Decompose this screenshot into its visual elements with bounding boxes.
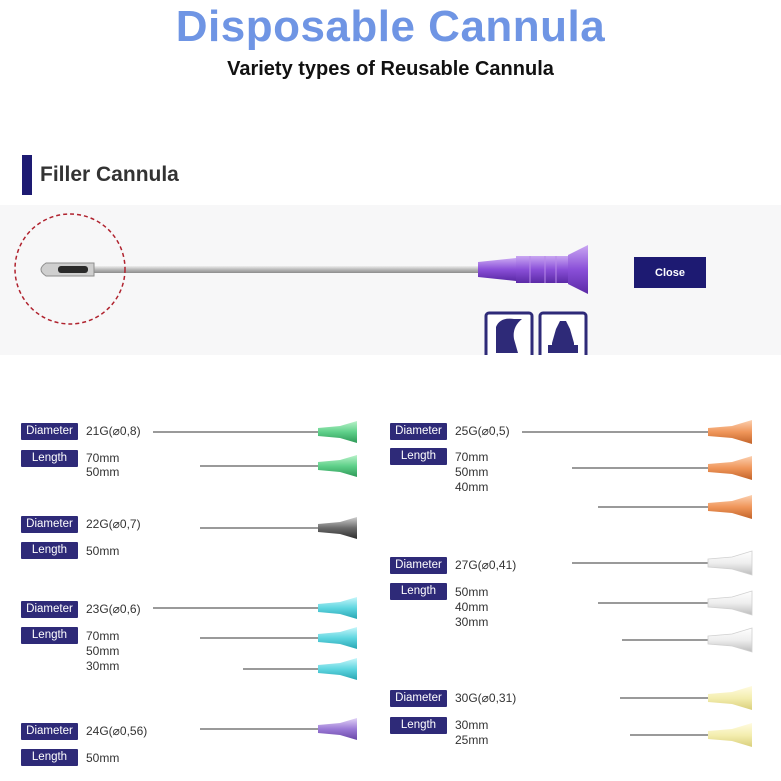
gauge-value: 27G(⌀0,41) (455, 558, 517, 572)
luer-slip-icon (484, 311, 534, 355)
needle-30g-25mm (630, 723, 752, 747)
needle-27g-30mm (622, 627, 753, 653)
length-badge: Length (390, 448, 447, 465)
length-value: 50mm (455, 585, 489, 599)
needle-23g-30mm (243, 658, 357, 680)
length-value: 70mm (86, 629, 120, 643)
cannula-tip-port (58, 266, 88, 273)
length-value: 25mm (455, 733, 489, 747)
length-value: 50mm (86, 544, 120, 558)
needle-30g-30mm (620, 686, 752, 710)
length-value: 50mm (455, 465, 489, 479)
length-value: 30mm (86, 659, 120, 673)
needle-27g-40mm (598, 590, 753, 616)
luer-lock-icon (538, 311, 588, 355)
needle-23g-50mm (200, 627, 357, 649)
gauge-value: 30G(⌀0,31) (455, 691, 517, 705)
section-marker (22, 155, 32, 195)
diameter-badge: Diameter (21, 723, 78, 740)
diameter-badge: Diameter (390, 557, 447, 574)
diameter-badge: Diameter (21, 601, 78, 618)
length-value: 50mm (86, 751, 120, 765)
needle-21g-50mm (200, 455, 357, 477)
length-value: 30mm (455, 718, 489, 732)
diameter-badge: Diameter (21, 516, 78, 533)
length-badge: Length (390, 717, 447, 734)
gauge-value: 23G(⌀0,6) (86, 602, 141, 616)
length-value: 70mm (455, 450, 489, 464)
length-badge: Length (21, 627, 78, 644)
length-badge: Length (390, 583, 447, 600)
diameter-badge: Diameter (21, 423, 78, 440)
page-subtitle: Variety types of Reusable Cannula (227, 58, 554, 80)
needle-21g-70mm (153, 421, 357, 443)
needle-22g-50mm (200, 517, 357, 539)
length-badge: Length (21, 542, 78, 559)
length-value: 50mm (86, 465, 120, 479)
length-value: 40mm (455, 600, 489, 614)
gauge-value: 21G(⌀0,8) (86, 424, 141, 438)
needle-24g-50mm (200, 718, 357, 740)
length-value: 50mm (86, 644, 120, 658)
needle-23g-70mm (153, 597, 357, 619)
cannula-hub (478, 258, 516, 281)
tip-highlight-circle (14, 213, 126, 325)
gauge-value: 24G(⌀0,56) (86, 724, 148, 738)
diameter-badge: Diameter (390, 423, 447, 440)
cannula-shaft (46, 266, 480, 273)
close-button[interactable]: Close (634, 257, 706, 288)
section-title: Filler Cannula (40, 163, 179, 186)
length-value: 70mm (86, 451, 120, 465)
length-value: 40mm (455, 480, 489, 494)
needle-25g-70mm (522, 420, 752, 444)
needle-25g-40mm (598, 495, 752, 519)
length-value: 30mm (455, 615, 489, 629)
gauge-value: 22G(⌀0,7) (86, 517, 141, 531)
needle-25g-50mm (572, 456, 752, 480)
page-title: Disposable Cannula (175, 2, 606, 51)
gauge-value: 25G(⌀0,5) (455, 424, 510, 438)
needle-27g-50mm (572, 550, 753, 576)
length-badge: Length (21, 749, 78, 766)
cannula-illustration (14, 213, 588, 355)
length-badge: Length (21, 450, 78, 467)
diameter-badge: Diameter (390, 690, 447, 707)
